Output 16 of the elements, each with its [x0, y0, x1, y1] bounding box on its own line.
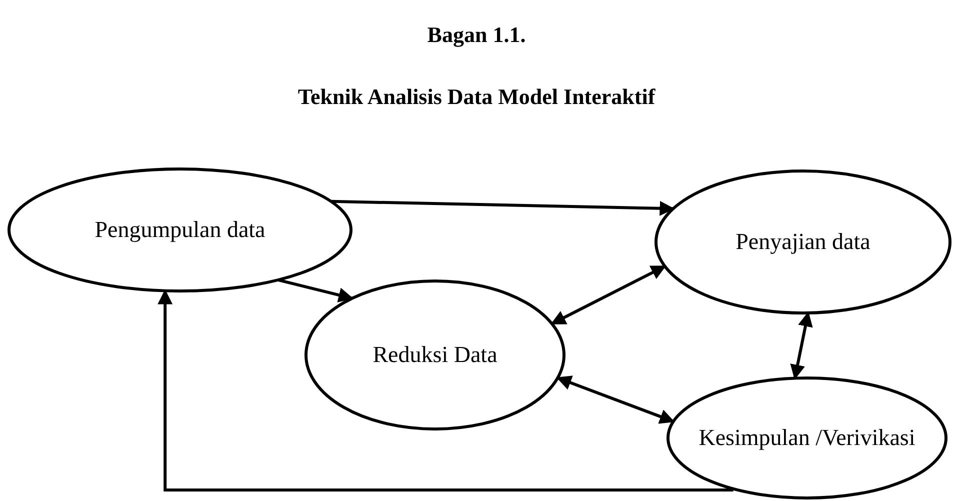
diagram-title: Bagan 1.1.: [427, 22, 526, 48]
arrow: [556, 376, 675, 424]
node-label: Penyajian data: [736, 228, 870, 256]
process-ellipse: [666, 376, 948, 500]
arrow: [278, 278, 354, 302]
process-ellipse: [304, 279, 566, 431]
arrow: [790, 311, 813, 380]
diagram-subtitle: Teknik Analisis Data Model Interaktif: [298, 84, 656, 110]
node-label: Reduksi Data: [372, 341, 498, 369]
arrow: [550, 264, 666, 326]
process-ellipse: [7, 167, 353, 293]
node-label: Kesimpulan /Verivikasi: [698, 424, 916, 452]
arrow: [158, 289, 734, 492]
node-label: Pengumpulan data: [94, 216, 266, 244]
arrow: [330, 200, 675, 216]
process-ellipse: [654, 169, 952, 315]
